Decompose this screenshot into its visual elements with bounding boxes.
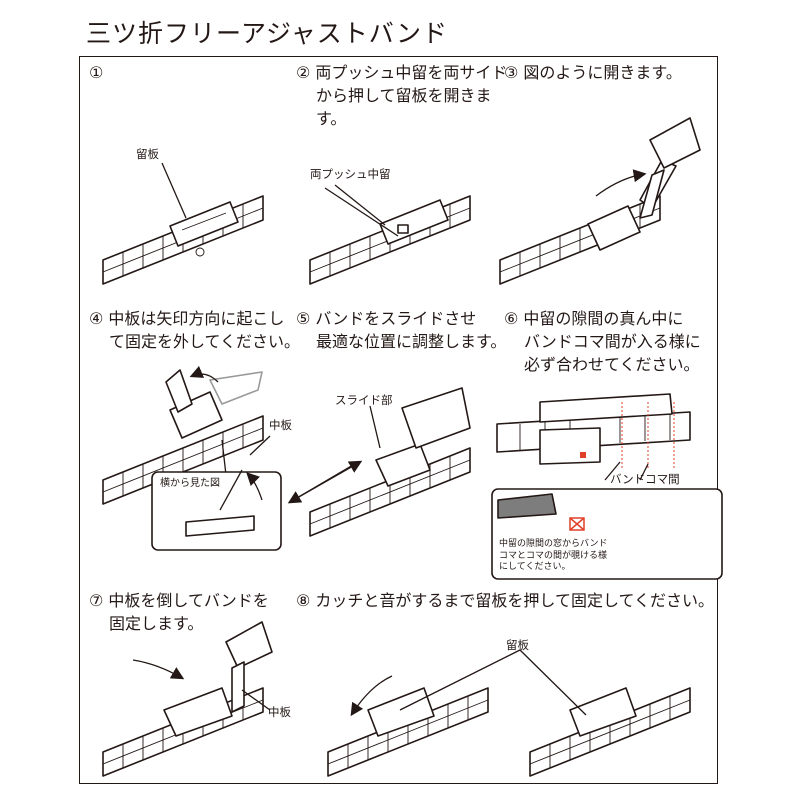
- step-5-caption: ⑤ バンドをスライドさせ 最適な位置に調整します。: [296, 309, 507, 351]
- label-push-clasp: 両プッシュ中留: [310, 167, 391, 181]
- instruction-frame: [79, 56, 718, 784]
- inset-note: 中留の隙間の窓からバンド コマとコマの間が覗ける様 にしてください。: [499, 539, 608, 572]
- label-slide-part: スライド部: [335, 393, 393, 407]
- label-band-gap: バンドコマ間: [610, 472, 680, 486]
- step-4-illustration: [102, 365, 282, 551]
- step-8-illustration: [327, 649, 691, 777]
- label-side-view: 横から見た図: [160, 478, 220, 489]
- step-6-illustration: [491, 393, 723, 580]
- step-7-illustration: [102, 621, 273, 777]
- step-2-caption: ② 両プッシュ中留を両サイド から押して留板を開きま す。: [296, 63, 508, 128]
- step-8-caption: ⑧ カッチと音がするまで留板を押して固定してください。: [296, 591, 714, 610]
- label-nakaita-step4: 中板: [269, 418, 292, 432]
- page-title: 三ツ折フリーアジャストバンド: [86, 19, 449, 48]
- step-5-illustration: [287, 387, 471, 537]
- step-4-caption: ④ 中板は矢印方向に起こし て固定を外してください。: [89, 309, 301, 351]
- label-nakaita-step7: 中板: [268, 705, 291, 719]
- step-3-illustration: [499, 117, 701, 285]
- step-7-caption: ⑦ 中板を倒してバンドを 固定します。: [89, 591, 269, 633]
- label-tomeita-step8: 留板: [506, 638, 529, 652]
- label-tomeita-step1: 留板: [136, 147, 159, 161]
- step-2-illustration: [309, 184, 471, 285]
- step-1-illustration: [102, 162, 264, 285]
- step-6-caption: ⑥ 中留の隙間の真ん中に バンドコマ間が入る様に 必ず合わせてください。: [504, 309, 701, 374]
- step-1-caption: ①: [89, 63, 104, 82]
- step-3-caption: ③ 図のように開きます。: [504, 63, 682, 82]
